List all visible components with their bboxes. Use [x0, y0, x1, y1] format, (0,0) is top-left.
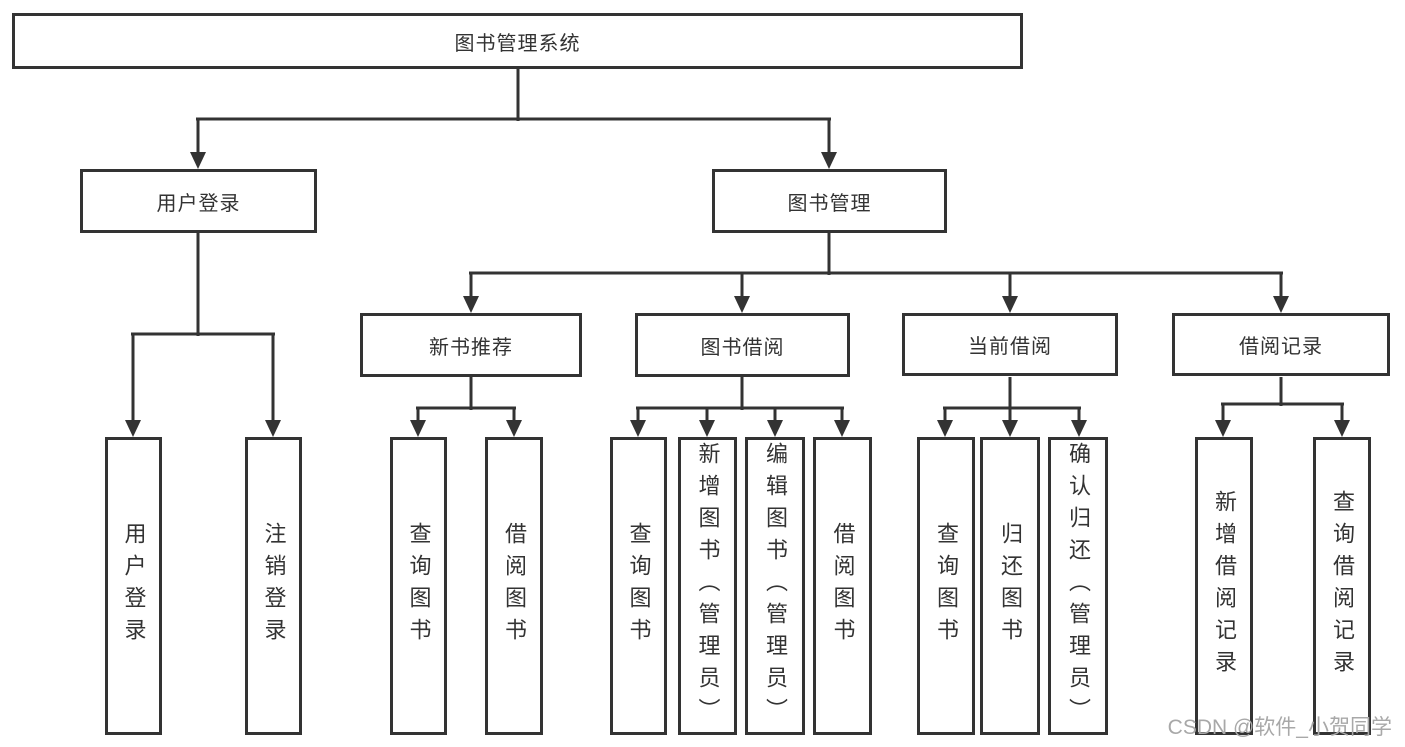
- node-query-books-3-label: 查询图书: [934, 522, 959, 650]
- node-confirm-return-admin: 确认归还（管理员）: [1048, 437, 1108, 735]
- arrowhead-add-books: [699, 420, 715, 437]
- arrowhead-logout-leaf: [265, 420, 281, 437]
- node-add-books-admin: 新增图书（管理员）: [678, 437, 737, 735]
- arrowhead-query-borrow-record: [1334, 420, 1350, 437]
- node-query-books-1: 查询图书: [390, 437, 447, 735]
- node-new-book-recommend: 新书推荐: [360, 313, 582, 377]
- node-borrow-books-2-label: 借阅图书: [830, 522, 856, 650]
- node-return-books-label: 归还图书: [998, 522, 1023, 650]
- node-edit-books-admin: 编辑图书（管理员）: [745, 437, 805, 735]
- node-query-borrow-record-label: 查询借阅记录: [1330, 490, 1355, 682]
- arrowhead-return-books: [1002, 420, 1018, 437]
- node-query-books-2-label: 查询图书: [626, 522, 652, 650]
- node-root-label: 图书管理系统: [454, 32, 581, 55]
- node-query-borrow-record: 查询借阅记录: [1313, 437, 1371, 735]
- node-add-borrow-record: 新增借阅记录: [1195, 437, 1253, 735]
- node-confirm-return-admin-label: 确认归还（管理员）: [1066, 442, 1091, 730]
- arrowhead-query-books-2: [630, 420, 646, 437]
- arrowhead-login-leaf: [125, 420, 141, 437]
- node-login-leaf-label: 用户登录: [121, 522, 147, 650]
- node-new-book-recommend-label: 新书推荐: [429, 336, 513, 359]
- node-book-management: 图书管理: [712, 169, 947, 233]
- arrowhead-borrow-records: [1273, 296, 1289, 313]
- node-borrow-books-1-label: 借阅图书: [502, 522, 527, 650]
- arrowhead-edit-books: [767, 420, 783, 437]
- node-logout-leaf-label: 注销登录: [261, 522, 287, 650]
- node-current-borrow-label: 当前借阅: [968, 336, 1052, 358]
- node-logout-leaf: 注销登录: [245, 437, 302, 735]
- node-login-leaf: 用户登录: [105, 437, 162, 735]
- node-add-borrow-record-label: 新增借阅记录: [1212, 490, 1237, 682]
- node-user-login: 用户登录: [80, 169, 317, 233]
- node-query-books-1-label: 查询图书: [406, 522, 432, 650]
- node-edit-books-admin-label: 编辑图书（管理员）: [763, 442, 788, 730]
- node-user-login-label: 用户登录: [156, 192, 241, 215]
- arrowhead-current-borrow: [1002, 296, 1018, 313]
- arrowhead-new-book: [463, 296, 479, 313]
- node-borrow-records: 借阅记录: [1172, 313, 1390, 376]
- arrowhead-add-borrow-record: [1215, 420, 1231, 437]
- node-book-management-label: 图书管理: [787, 192, 872, 215]
- node-current-borrow: 当前借阅: [902, 313, 1118, 376]
- arrowhead-borrow-books-2: [834, 420, 850, 437]
- node-return-books: 归还图书: [980, 437, 1040, 735]
- watermark: CSDN @软件_小贺同学: [1167, 716, 1392, 739]
- arrowhead-user-login: [190, 152, 206, 169]
- arrowhead-book-management: [821, 152, 837, 169]
- arrowhead-borrow-books-1: [506, 420, 522, 437]
- node-book-borrow-label: 图书借阅: [700, 336, 785, 359]
- node-borrow-books-2: 借阅图书: [813, 437, 872, 735]
- arrowhead-book-borrow: [734, 296, 750, 313]
- node-query-books-3: 查询图书: [917, 437, 975, 735]
- arrowhead-query-books-1: [410, 420, 426, 437]
- arrowhead-confirm-return: [1071, 420, 1087, 437]
- node-book-borrow: 图书借阅: [635, 313, 850, 377]
- node-query-books-2: 查询图书: [610, 437, 667, 735]
- node-borrow-books-1: 借阅图书: [485, 437, 543, 735]
- node-add-books-admin-label: 新增图书（管理员）: [695, 442, 721, 730]
- node-borrow-records-label: 借阅记录: [1239, 336, 1323, 358]
- node-root: 图书管理系统: [12, 13, 1023, 69]
- arrowhead-query-books-3: [937, 420, 953, 437]
